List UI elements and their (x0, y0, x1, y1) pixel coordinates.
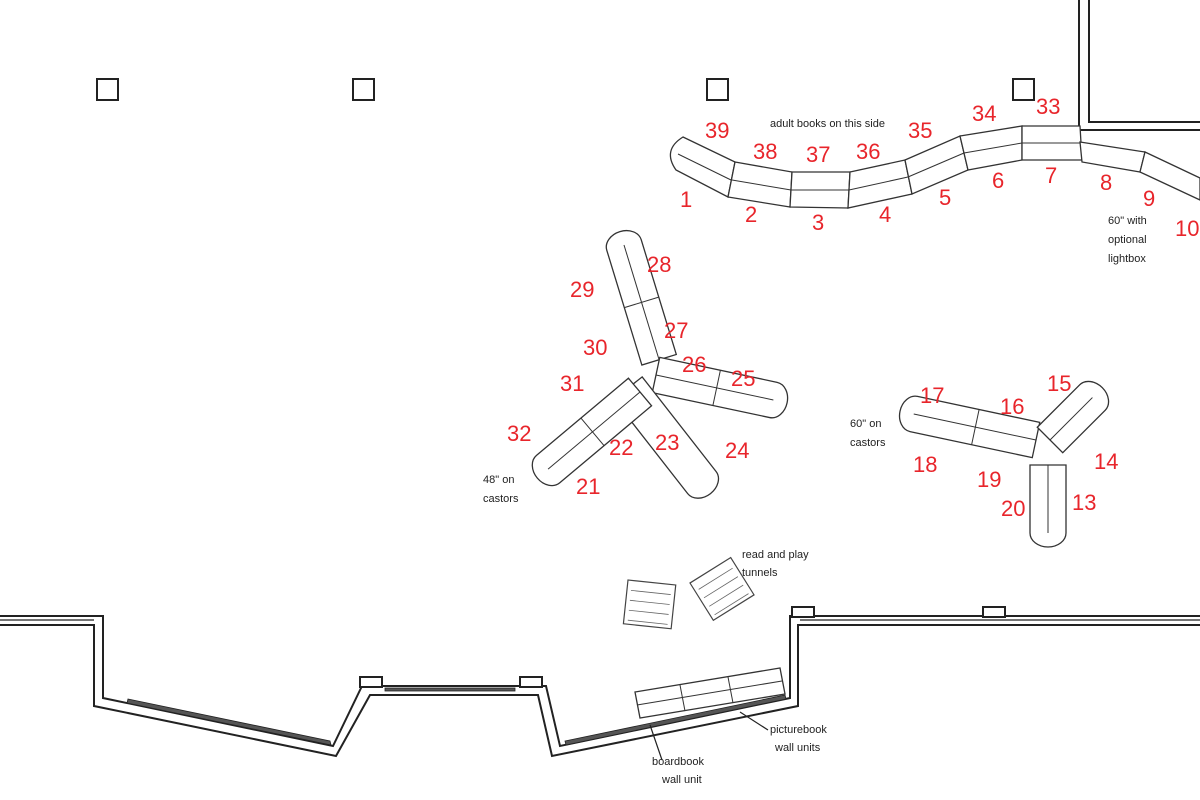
unit-number: 36 (856, 139, 880, 164)
wall-post (359, 676, 383, 688)
pillar (1012, 78, 1035, 101)
unit-number: 2 (745, 202, 757, 227)
unit-number: 27 (664, 318, 688, 343)
lightbox-note: lightbox (1108, 253, 1146, 265)
unit-number: 15 (1047, 371, 1071, 396)
lightbox-note: 60" with (1108, 215, 1147, 227)
unit-number: 39 (705, 118, 729, 143)
castors-60-note: castors (850, 437, 886, 449)
unit-number: 37 (806, 142, 830, 167)
unit-number: 21 (576, 474, 600, 499)
unit-number: 4 (879, 202, 891, 227)
boardbook-note: wall unit (661, 774, 702, 786)
boardbook-note: boardbook (652, 756, 704, 768)
unit-number: 38 (753, 139, 777, 164)
castors-48-note: 48" on (483, 474, 514, 486)
cluster-left (531, 229, 789, 499)
lightbox-note: optional (1108, 234, 1147, 246)
unit-number: 10 (1175, 216, 1199, 241)
unit-number: 20 (1001, 496, 1025, 521)
window (564, 694, 787, 746)
unit-number: 24 (725, 438, 749, 463)
unit-number: 19 (977, 467, 1001, 492)
unit-number: 26 (682, 352, 706, 377)
wall-post (982, 606, 1006, 618)
unit-number: 23 (655, 430, 679, 455)
picturebook-note: picturebook (770, 724, 827, 736)
unit-number: 18 (913, 452, 937, 477)
curved-shelf-run (669, 125, 1200, 209)
unit-number: 31 (560, 371, 584, 396)
bottom-walls (0, 606, 1200, 758)
unit-number: 3 (812, 210, 824, 235)
unit-number: 8 (1100, 170, 1112, 195)
picturebook-note: wall units (774, 742, 821, 754)
unit-number: 29 (570, 277, 594, 302)
unit-number: 25 (731, 366, 755, 391)
window (384, 687, 516, 692)
unit-number: 1 (680, 187, 692, 212)
picturebook-wall-units (634, 667, 786, 719)
unit-number: 22 (609, 435, 633, 460)
adult-books-note: adult books on this side (770, 118, 885, 130)
pillar (706, 78, 729, 101)
pillar (96, 78, 119, 101)
unit-number: 14 (1094, 449, 1118, 474)
wall-post (519, 676, 543, 688)
window (126, 698, 332, 746)
unit-number: 35 (908, 118, 932, 143)
unit-number: 5 (939, 185, 951, 210)
unit-number: 16 (1000, 394, 1024, 419)
pillar (352, 78, 375, 101)
tunnels-note: tunnels (742, 567, 778, 579)
unit-number: 28 (647, 252, 671, 277)
unit-number: 32 (507, 421, 531, 446)
castors-48-note: castors (483, 493, 519, 505)
top-right-wall (1078, 0, 1200, 131)
unit-number: 17 (920, 383, 944, 408)
unit-number: 30 (583, 335, 607, 360)
castors-60-note: 60" on (850, 418, 881, 430)
unit-number: 7 (1045, 163, 1057, 188)
unit-number: 9 (1143, 186, 1155, 211)
unit-number: 34 (972, 101, 996, 126)
cluster-right (898, 380, 1110, 548)
unit-number: 13 (1072, 490, 1096, 515)
read-and-play-tunnels (622, 556, 755, 630)
unit-number: 6 (992, 168, 1004, 193)
tunnels-note: read and play (742, 549, 809, 561)
wall-post (791, 606, 815, 618)
unit-number: 33 (1036, 94, 1060, 119)
